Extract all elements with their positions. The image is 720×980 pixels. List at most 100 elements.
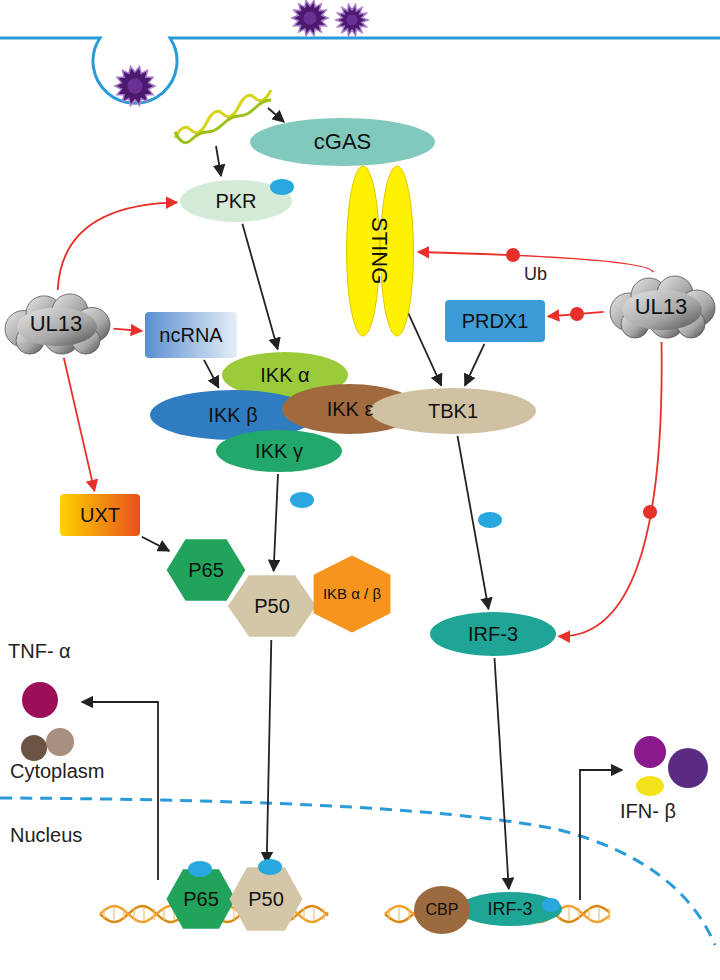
dna-rung <box>233 908 234 920</box>
dna-rung <box>568 908 569 920</box>
node-label: IRF-3 <box>488 899 533 920</box>
signal-arrow <box>465 344 485 386</box>
virus-particle <box>336 4 368 35</box>
node-label: P65 <box>183 888 219 911</box>
subunit-hexagon: P50 <box>226 574 318 638</box>
phospho-dot <box>188 861 212 877</box>
signal-arrow <box>142 537 169 551</box>
dna-rung <box>388 908 389 920</box>
inhibition-arrow <box>64 358 95 491</box>
ubiquitin-dot <box>643 505 657 519</box>
viral-protein-cloud: UL13 <box>605 274 717 340</box>
virus-core <box>303 11 316 24</box>
cytokine-dot <box>46 728 74 756</box>
cytokine-label: TNF- α <box>8 640 71 663</box>
inhibition-arrow <box>58 202 177 290</box>
text-holder: UXT <box>60 494 140 536</box>
nuclear-envelope <box>0 798 715 945</box>
signal-arrow <box>267 640 272 863</box>
dna-rung <box>313 908 314 920</box>
cytokine-dot <box>22 682 58 718</box>
text-holder: cGAS <box>250 118 435 166</box>
dna-rung <box>163 908 164 920</box>
node-label: STING <box>367 217 392 284</box>
ubiquitin-dot <box>506 248 520 262</box>
hexagon-shape <box>166 869 235 929</box>
node-label: IKK α <box>260 364 309 387</box>
dna-rung <box>578 908 579 920</box>
kinase-ellipse: TBK1 <box>370 388 536 434</box>
signal-arrow <box>407 310 441 385</box>
cytokine-label: IFN- β <box>620 800 676 823</box>
protein-box: UXT <box>60 494 140 536</box>
inhibition-arrow <box>548 312 604 317</box>
node-label: PRDX1 <box>462 310 529 333</box>
dna-rung <box>323 908 324 920</box>
text-holder: P65 <box>165 868 237 930</box>
text-holder: TBK1 <box>370 388 536 434</box>
signal-arrow <box>204 360 219 388</box>
signal-arrow <box>495 658 509 889</box>
dna-rung <box>113 908 114 920</box>
text-holder: P65 <box>165 538 247 602</box>
hexagon-shape <box>167 539 246 600</box>
phospho-dot <box>478 512 502 528</box>
text-holder: P50 <box>228 866 304 932</box>
text-holder: ncRNA <box>145 312 237 358</box>
text-holder: UL13 <box>0 292 112 356</box>
node-label: ncRNA <box>159 324 222 347</box>
dna-rung <box>408 908 409 920</box>
dna-rung <box>598 908 599 920</box>
text-holder: IKB α / β <box>312 554 392 634</box>
node-label: UL13 <box>635 294 688 319</box>
text-holder: IKK γ <box>216 430 342 472</box>
subunit-hexagon: P65 <box>165 868 237 930</box>
viral-protein-cloud: UL13 <box>0 292 112 356</box>
region-label: Cytoplasm <box>10 760 104 783</box>
cloud-shape <box>5 294 110 354</box>
signal-arrow <box>242 224 277 349</box>
node-label: P50 <box>248 888 284 911</box>
coactivator-circle: CBP <box>414 886 470 934</box>
viral-dna-strand <box>175 90 271 138</box>
hexagon-shape <box>314 556 391 633</box>
dna-rung <box>303 908 304 920</box>
hexagon-shape <box>230 867 303 930</box>
dna-rung <box>123 908 124 920</box>
text-holder: UL13 <box>605 274 717 340</box>
signal-arrow <box>274 474 278 571</box>
node-label: P50 <box>254 595 290 618</box>
node-label: PKR <box>215 190 256 213</box>
factor-ellipse: IRF-3 <box>430 612 556 656</box>
dna-rung <box>398 908 399 920</box>
region-label: Nucleus <box>10 824 82 847</box>
cloud-shape <box>610 276 715 338</box>
node-label: IKB α / β <box>323 585 381 602</box>
cell-membrane <box>0 38 720 103</box>
text-holder: IRF-3 <box>430 612 556 656</box>
dna-rung <box>103 908 104 920</box>
cloud-core <box>622 290 702 330</box>
text-holder: PRDX1 <box>445 300 545 342</box>
cytokine-dot <box>636 776 664 796</box>
node-label: CBP <box>426 901 459 919</box>
phospho-dot <box>270 179 294 195</box>
phospho-dot <box>290 492 314 508</box>
node-label: cGAS <box>314 129 371 154</box>
kinase-ellipse: IKK γ <box>216 430 342 472</box>
factor-ellipse: IRF-3 <box>458 892 562 926</box>
phospho-dot <box>542 898 560 912</box>
virus-group <box>115 1 368 106</box>
virus-core <box>127 78 142 93</box>
inhibition-arrow <box>559 342 662 636</box>
phospho-dot <box>258 859 282 875</box>
node-label: TBK1 <box>428 400 478 423</box>
ubiquitin-dot <box>570 307 584 321</box>
node-label: IKK β <box>208 404 257 427</box>
secretion-arrow <box>82 702 158 880</box>
node-label: UXT <box>80 504 120 527</box>
cytokine-dot <box>668 748 708 788</box>
cytokine-dot <box>634 736 666 768</box>
